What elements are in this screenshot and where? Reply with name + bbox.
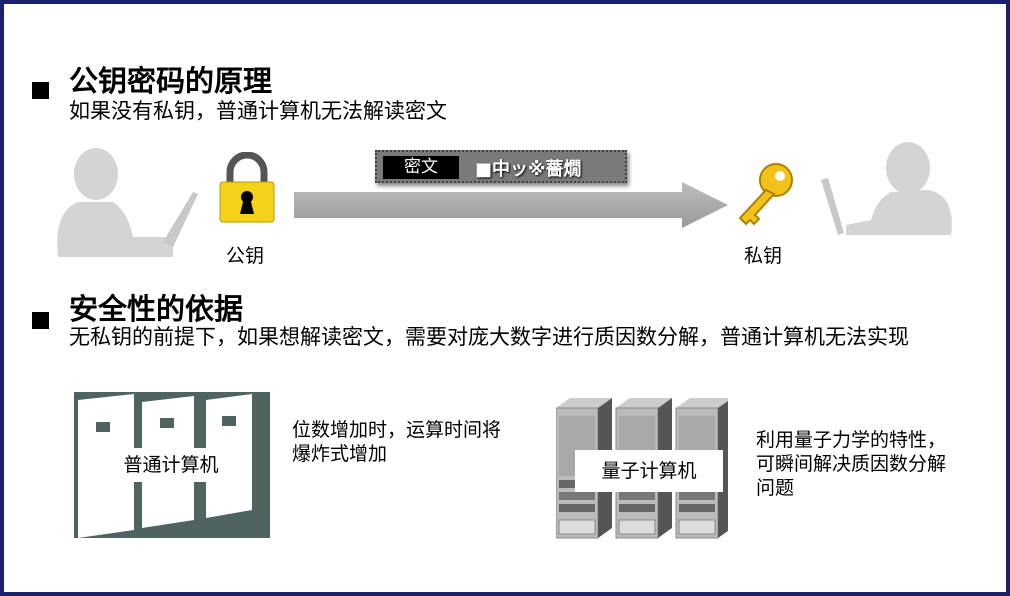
bullet-icon [32, 312, 49, 329]
bullet-icon [32, 82, 49, 99]
classical-computer-text: 位数增加时，运算时间将爆炸式增加 [292, 419, 502, 465]
sender-person-icon [57, 148, 198, 257]
ciphertext-tag: 密文 [383, 156, 459, 179]
ciphertext-box: 密文 ■中ッ※薔燗 [375, 150, 627, 183]
arrow-icon [294, 182, 728, 228]
quantum-computer-text: 利用量子力学的特性，可瞬间解决质因数分解问题 [756, 429, 947, 499]
private-key-label: 私钥 [744, 245, 783, 267]
quantum-computer-label: 量子计算机 [575, 450, 723, 492]
public-key-label: 公钥 [226, 245, 265, 267]
key-icon [738, 163, 793, 226]
quantum-computer-icon [556, 397, 728, 539]
receiver-person-icon [821, 142, 952, 235]
classical-computer-label: 普通计算机 [102, 448, 240, 482]
section1-title: 公钥密码的原理 [69, 64, 273, 98]
section2-title: 安全性的依据 [69, 292, 244, 326]
section2-description: 无私钥的前提下，如果想解读密文，需要对庞大数字进行质因数分解，普通计算机无法实现 [69, 325, 909, 349]
ciphertext-value: ■中ッ※薔燗 [475, 159, 582, 180]
section1-subtitle: 如果没有私钥，普通计算机无法解读密文 [69, 99, 447, 123]
lock-icon [219, 152, 275, 223]
